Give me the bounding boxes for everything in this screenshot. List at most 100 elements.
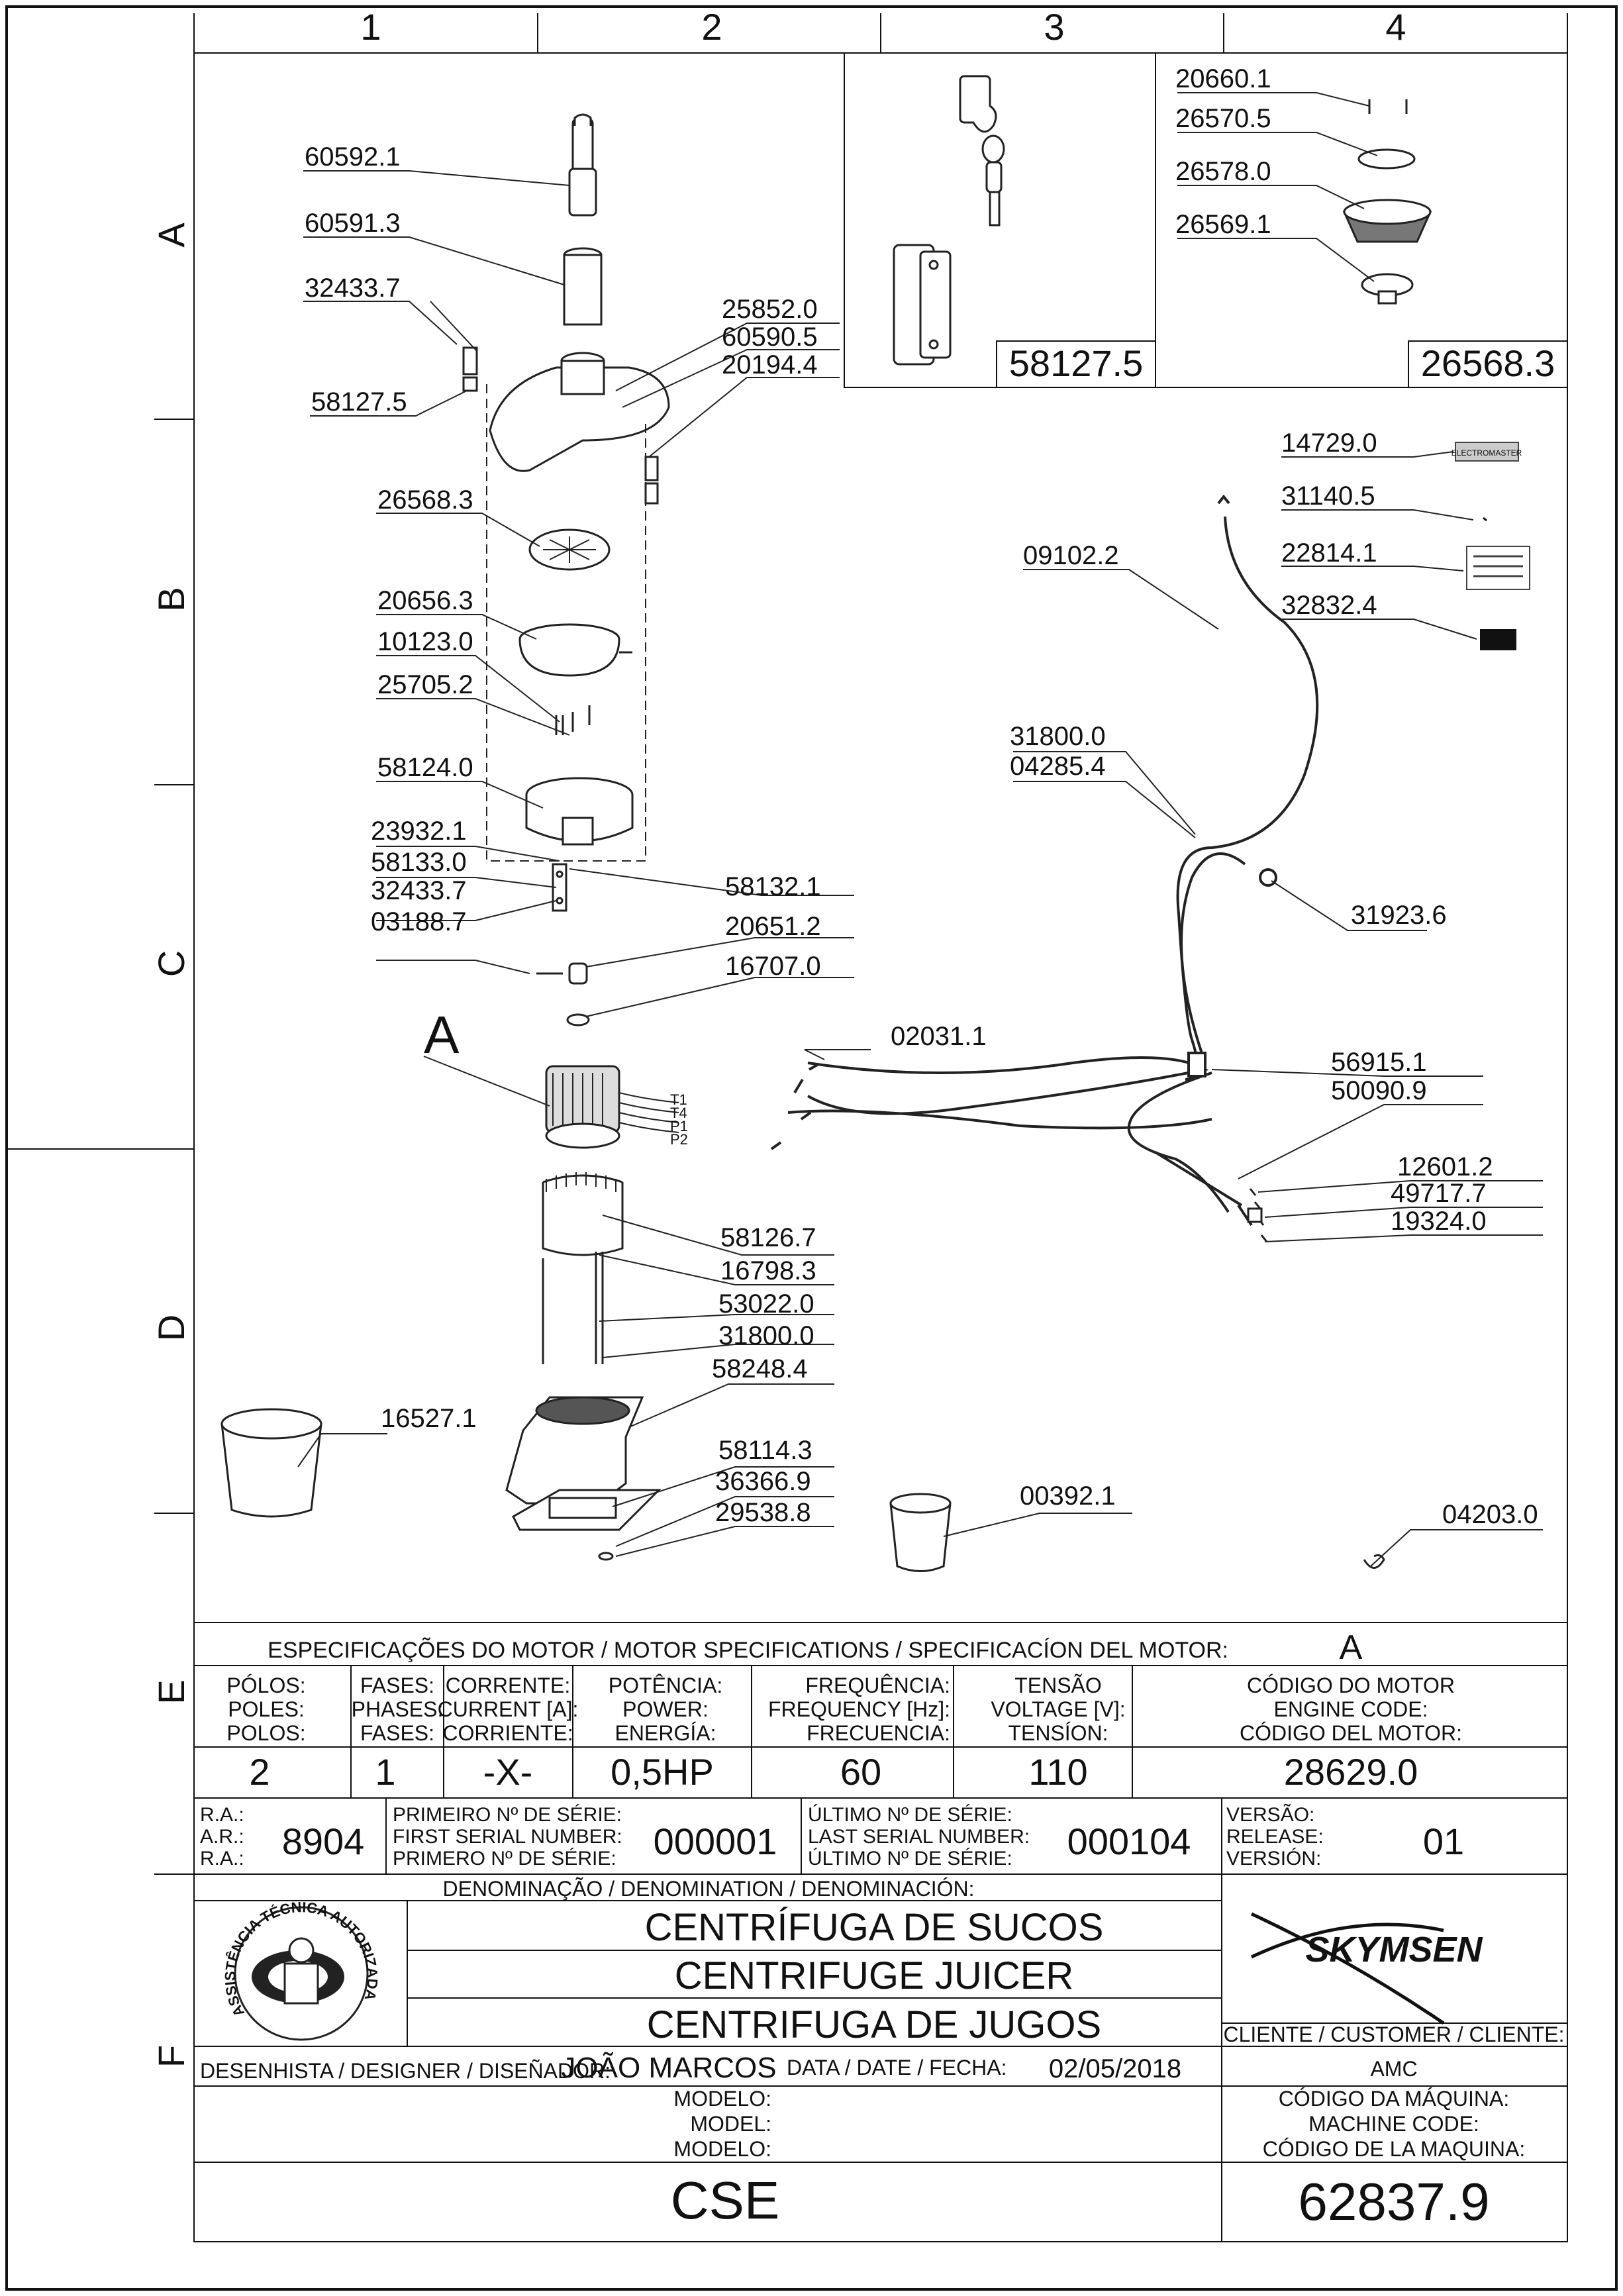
date-label: DATA / DATE / FECHA:: [787, 2056, 1007, 2079]
callout-32433-7b: 32433.7: [371, 876, 467, 905]
callout-02031-1: 02031.1: [891, 1022, 987, 1051]
last-serial-label-es: ÚLTIMO Nº DE SÉRIE:: [808, 1848, 1012, 1870]
callout-09102-2: 09102.2: [1023, 541, 1119, 570]
machine-code-value: 62837.9: [1298, 2172, 1489, 2231]
product-name-en: CENTRIFUGE JUICER: [675, 1954, 1074, 1997]
client-value: AMC: [1370, 2057, 1417, 2081]
ra-label-en: A.R.:: [200, 1826, 244, 1848]
callout-58124-0: 58124.0: [377, 753, 473, 782]
callout-20651-2: 20651.2: [725, 912, 821, 941]
engine-label-es: CÓDIGO DEL MOTOR:: [1240, 1721, 1462, 1745]
terminal-p1: P1: [670, 1118, 688, 1134]
callout-53022-0: 53022.0: [718, 1289, 814, 1319]
callout-31923-6: 31923.6: [1351, 901, 1447, 930]
row-label-D: D: [150, 1315, 192, 1341]
spec-label-poles: PÓLOS: POLES: POLOS:: [226, 1673, 305, 1745]
callout-32832-4: 32832.4: [1281, 591, 1377, 620]
date-value: 02/05/2018: [1049, 2054, 1181, 2083]
row-label-F: F: [150, 2045, 192, 2068]
callout-00392-1: 00392.1: [1020, 1481, 1116, 1511]
skymsen-logo-text: SKYMSEN: [1305, 1930, 1483, 1970]
authorized-service-badge: ASSISTÊNCIA TÉCNICA AUTORIZADA: [222, 1899, 381, 2041]
callout-16707-0: 16707.0: [725, 952, 821, 981]
model-value: CSE: [671, 2171, 780, 2230]
frequency-label-pt: FREQUÊNCIA:: [805, 1673, 950, 1697]
col-label-2: 2: [701, 6, 722, 48]
callout-60592-1: 60592.1: [305, 142, 401, 172]
phases-value: 1: [375, 1751, 395, 1793]
skymsen-logo: SKYMSEN: [1250, 1912, 1483, 2025]
spec-label-power: POTÊNCIA: POWER: ENERGÍA:: [609, 1673, 722, 1745]
sticker-32832: [1480, 629, 1516, 650]
frequency-value: 60: [840, 1751, 881, 1793]
row-label-B: B: [150, 587, 192, 611]
engine-code-value: 28629.0: [1284, 1751, 1418, 1793]
callout-58132-1: 58132.1: [725, 872, 821, 901]
terminal-t4: T4: [670, 1105, 687, 1121]
machine-code-label-en: MACHINE CODE:: [1308, 2112, 1479, 2136]
voltage-label-es: TENSÍON:: [1008, 1721, 1108, 1745]
motor-spec-table: [194, 1622, 1567, 2242]
callout-23932-1: 23932.1: [371, 817, 467, 846]
callout-16527-1: 16527.1: [381, 1404, 477, 1433]
power-value: 0,5HP: [611, 1751, 714, 1793]
callout-32433-7a: 32433.7: [305, 274, 401, 303]
callout-26569-1: 26569.1: [1175, 210, 1271, 239]
callout-20660-1: 20660.1: [1175, 64, 1271, 93]
callout-19324-0: 19324.0: [1391, 1207, 1487, 1236]
box3-code-frame: [996, 340, 1156, 388]
poles-label-es: POLOS:: [226, 1721, 305, 1745]
machine-code-label-pt: CÓDIGO DA MÁQUINA:: [1279, 2087, 1509, 2111]
leader-lines: [297, 92, 1543, 1567]
poles-label-pt: PÓLOS:: [226, 1673, 305, 1697]
frequency-label-en: FREQUENCY [Hz]:: [768, 1697, 950, 1721]
spec-label-voltage: TENSÃO VOLTAGE [V]: TENSÍON:: [991, 1673, 1125, 1745]
callout-22814-1: 22814.1: [1281, 538, 1377, 568]
voltage-value: 110: [1028, 1751, 1087, 1793]
stickers: ELECTROMASTER: [1451, 442, 1530, 650]
row-label-C: C: [150, 950, 192, 977]
denomination-header: DENOMINAÇÃO / DENOMINATION / DENOMINACIÓ…: [443, 1877, 975, 1901]
outer-border: [5, 5, 1618, 2291]
motor-marker: A: [424, 1005, 460, 1064]
box4-code: 26568.3: [1421, 342, 1555, 384]
version-value: 01: [1423, 1821, 1464, 1862]
ra-value: 8904: [282, 1821, 365, 1862]
last-serial-label-pt: ÚLTIMO Nº DE SÉRIE:: [808, 1804, 1012, 1826]
power-label-es: ENERGÍA:: [615, 1721, 716, 1745]
version-label-en: RELEASE:: [1226, 1826, 1324, 1848]
sticker-22814: [1466, 546, 1530, 590]
callout-31800-0a: 31800.0: [1010, 722, 1106, 751]
first-serial-label-es: PRIMERO Nº DE SÉRIE:: [393, 1848, 616, 1870]
callout-31140-5: 31140.5: [1281, 481, 1375, 511]
product-name-pt: CENTRÍFUGA DE SUCOS: [645, 1906, 1104, 1949]
spec-label-frequency: FREQUÊNCIA: FREQUENCY [Hz]: FRECUENCIA:: [768, 1673, 950, 1745]
current-label-pt: CORRENTE:: [446, 1673, 570, 1697]
model-label-en: MODEL:: [690, 2112, 771, 2136]
model-label-es: MODELO:: [673, 2137, 771, 2161]
designer-label: DESENHISTA / DESIGNER / DISEÑADOR:: [200, 2059, 611, 2083]
col-label-1: 1: [360, 6, 381, 48]
callout-26568-3a: 26568.3: [377, 485, 473, 515]
callout-04285-4: 04285.4: [1010, 752, 1106, 781]
poles-label-en: POLES:: [228, 1697, 305, 1721]
wiring-harness: [770, 494, 1319, 1226]
callout-10123-0: 10123.0: [377, 627, 473, 656]
spec-label-engine-code: CÓDIGO DO MOTOR ENGINE CODE: CÓDIGO DEL …: [1240, 1673, 1462, 1745]
product-name-es: CENTRIFUGA DE JUGOS: [647, 2003, 1101, 2046]
spec-label-phases: FASES: PHASES: FASES:: [352, 1673, 444, 1745]
last-serial-value: 000104: [1067, 1821, 1191, 1862]
callout-26578-0: 26578.0: [1175, 157, 1271, 186]
callout-25852-0: 25852.0: [722, 295, 818, 324]
col-label-4: 4: [1385, 6, 1406, 48]
engine-label-pt: CÓDIGO DO MOTOR: [1247, 1673, 1455, 1697]
callouts: 60592.1 60591.3 32433.7 58127.5 25852.0 …: [305, 64, 1538, 1529]
callout-49717-7: 49717.7: [1391, 1179, 1487, 1208]
callout-25705-2: 25705.2: [377, 670, 473, 699]
current-label-en: CURRENT [A]:: [438, 1697, 579, 1721]
sticker-14729-text: ELECTROMASTER: [1451, 448, 1522, 458]
basket-detail-drawing: [1342, 99, 1432, 305]
col-label-3: 3: [1044, 6, 1064, 48]
row-label-A: A: [150, 223, 192, 248]
